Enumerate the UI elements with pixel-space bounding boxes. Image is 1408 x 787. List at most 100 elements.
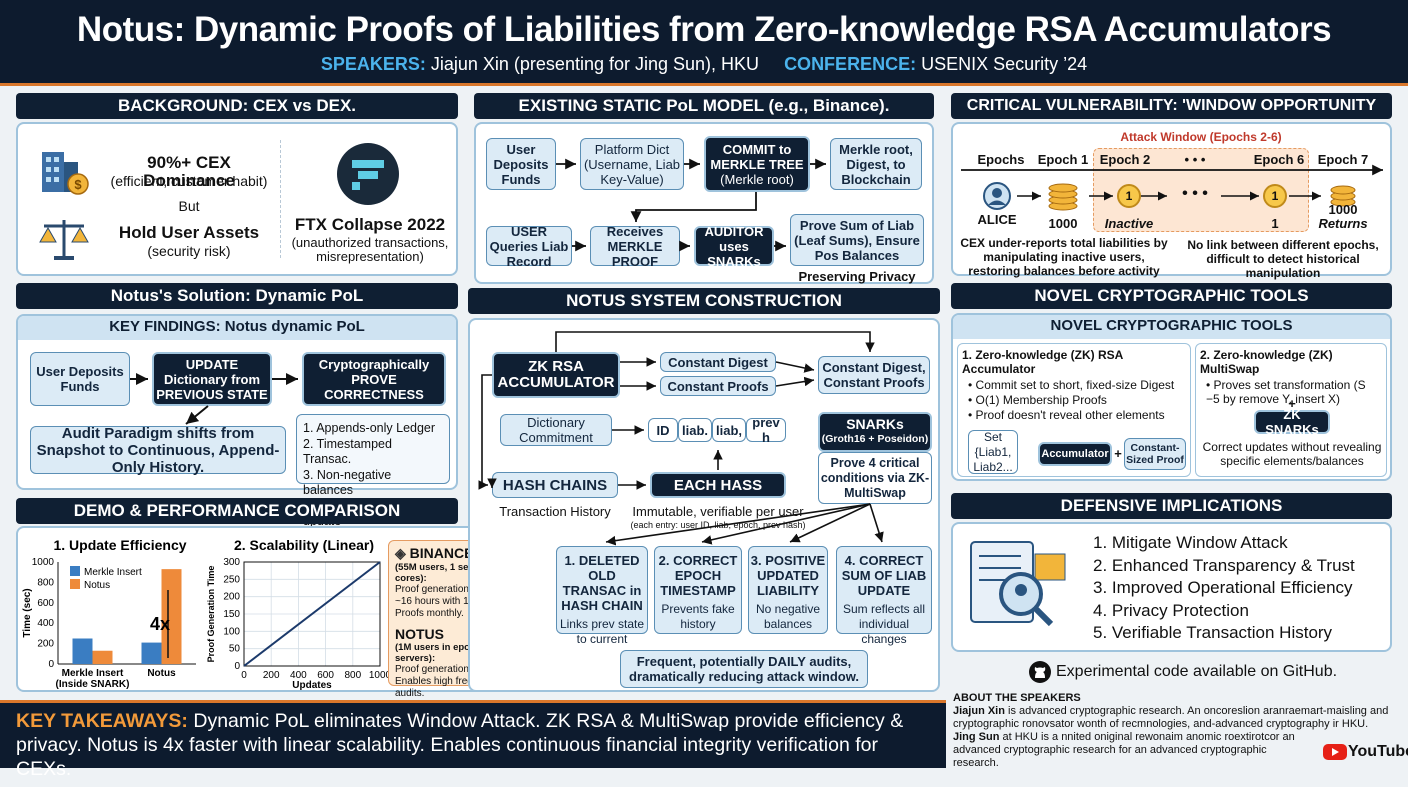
- demo-title: DEMO & PERFORMANCE COMPARISON: [16, 498, 458, 524]
- bar: [72, 638, 93, 664]
- notus-label: NOTUS: [395, 626, 444, 642]
- youtube-icon: [1323, 744, 1347, 760]
- but-label: But: [178, 198, 200, 214]
- speaker-1: Jiajun Xin is advanced cryptographic res…: [953, 705, 1397, 731]
- condition-1-title: 1. DELETED OLD TRANSAC in HASH CHAIN: [561, 553, 643, 613]
- defense-title: DEFENSIVE IMPLICATIONS: [951, 493, 1392, 519]
- condition-2-title: 2. CORRECT EPOCH TIMESTAMP: [658, 553, 738, 598]
- github-icon: [1029, 661, 1051, 683]
- y-tick-label: 150: [223, 609, 240, 620]
- x-tick-label: 200: [263, 670, 280, 681]
- solution-flow-arrows: [130, 373, 298, 425]
- list-item: 1. Appends-only Ledger: [303, 421, 436, 435]
- x-tick-label: 1000: [369, 670, 390, 681]
- x-tick-label: 800: [344, 670, 361, 681]
- static-prove: Prove Sum of Liab (Leaf Sums), Ensure Po…: [790, 214, 924, 266]
- value-epoch-7: 1000: [1328, 202, 1358, 217]
- plot-frame: [243, 561, 381, 667]
- chart-title: 1. Update Efficiency: [53, 537, 186, 553]
- speaker-1-bio: is advanced cryptographic research. An o…: [953, 705, 1389, 730]
- solution-deposits: User Deposits Funds: [30, 352, 130, 406]
- immutable-label: Immutable, verifiable per user: [632, 504, 804, 519]
- notus-config: (1M users in epoch, 32 servers):: [395, 642, 497, 664]
- key-takeaways: KEY TAKEAWAYS: Dynamic PoL eliminates Wi…: [0, 700, 946, 780]
- github-link[interactable]: Experimental code available on GitHub.: [1056, 663, 1338, 680]
- paradigm-shift: Audit Paradigm shifts from Snapshot to C…: [30, 425, 286, 476]
- x-tick-label: 600: [317, 670, 334, 681]
- each-hass: EACH HASS: [650, 472, 786, 498]
- tool-b-title: 2. Zero-knowledge (ZK) MultiSwap: [1200, 348, 1333, 376]
- static-flow-arrows: [556, 158, 826, 252]
- snarks-sub: (Groth16 + Poseidon): [821, 433, 929, 445]
- field-liab-1: liab.: [678, 418, 712, 442]
- coin-icon: 1: [1117, 184, 1141, 208]
- key-findings: KEY FINDINGS: Notus dynamic PoL: [18, 316, 456, 340]
- scales-icon: [39, 220, 89, 260]
- set-box: Set {Liab1, Liab2...: [968, 430, 1018, 474]
- coin-stack-icon: [1330, 185, 1356, 207]
- list-item: • O(1) Membership Proofs: [968, 393, 1107, 407]
- dictionary-commitment: Dictionary Commitment: [500, 414, 612, 446]
- alice-avatar-icon: [983, 182, 1011, 210]
- coin-icon: 1: [1263, 184, 1287, 208]
- ftx-logo-icon: [337, 143, 399, 205]
- epoch-dots: • • •: [1184, 152, 1206, 167]
- x-tick-label: 400: [290, 670, 307, 681]
- youtube-badge[interactable]: YouTube: [1322, 742, 1408, 762]
- y-tick-label: 400: [37, 618, 54, 629]
- list-item: 3. Improved Operational Efficiency: [1093, 578, 1353, 597]
- background-panel: $ 90%+ CEX Dominance (efficient, custome…: [16, 122, 458, 276]
- prove-4-conditions: Prove 4 critical conditions via ZK-Multi…: [818, 452, 932, 504]
- constant-both: Constant Digest, Constant Proofs: [818, 356, 930, 394]
- entry-note: (each entry: user ID, liab, epoch, prev …: [630, 520, 806, 530]
- takeaways-body: Dynamic PoL eliminates Window Attack. ZK…: [16, 710, 904, 780]
- takeaways-text: KEY TAKEAWAYS: Dynamic PoL eliminates Wi…: [0, 703, 946, 787]
- static-deposits: User Deposits Funds: [486, 138, 556, 190]
- tool-accumulator: 1. Zero-knowledge (ZK) RSA Accumulator •…: [957, 343, 1191, 477]
- accumulator-box: Accumulator: [1038, 442, 1112, 466]
- tool-b-note: Correct updates without revealing specif…: [1202, 440, 1382, 468]
- static-queries: USER Queries Liab Record: [486, 224, 572, 269]
- solution-prove: Cryptographically PROVE CORRECTNESS: [302, 352, 446, 406]
- building-icon: $: [42, 152, 89, 195]
- scalability-chart: 2. Scalability (Linear)Proof Generation …: [206, 537, 390, 690]
- solution-update: UPDATE Dictionary from PREVIOUS STATE: [152, 352, 272, 406]
- alice-label: ALICE: [977, 212, 1017, 227]
- bar: [161, 569, 182, 664]
- about-speakers: ABOUT THE SPEAKERS Jiajun Xin is advance…: [953, 692, 1397, 770]
- solution-title: Notus's Solution: Dynamic PoL: [16, 283, 458, 309]
- binance-text: Proof generation ~628 days, ~16 hours wi…: [395, 584, 521, 619]
- factor-label: 4x: [150, 614, 170, 634]
- tool-a-title: 1. Zero-knowledge (ZK) RSA Accumulator: [962, 348, 1123, 376]
- tool-a-items: • Commit set to short, fixed-size Digest…: [958, 376, 1190, 425]
- static-privacy: Preserving Privacy: [798, 269, 916, 284]
- notus-text: Proof generation ~47 min. Enables high f…: [395, 664, 511, 699]
- value-epoch-6: 1: [1271, 216, 1279, 231]
- y-tick-label: 600: [37, 598, 54, 609]
- system-panel: ZK RSA ACCUMULATOR Constant Digest Const…: [468, 318, 940, 692]
- binance-config: (55M users, 1 server, 32 cores):: [395, 562, 502, 584]
- snarks-box: SNARKs(Groth16 + Poseidon): [818, 412, 932, 452]
- x-axis-label: Updates: [292, 680, 332, 690]
- attack-note-2: No link between different epochs, diffic…: [1187, 238, 1379, 280]
- list-item: 1. Mitigate Window Attack: [1093, 533, 1288, 552]
- tool-multiswap: 2. Zero-knowledge (ZK) MultiSwap • Prove…: [1195, 343, 1387, 477]
- x-tick-label: 0: [241, 670, 247, 681]
- static-auditor: AUDITOR uses SNARKs: [694, 224, 774, 269]
- background-title: BACKGROUND: CEX vs DEX.: [16, 93, 458, 119]
- static-root: Merkle root, Digest, to Blockchain: [830, 138, 922, 190]
- cex-dominance-sub: (efficient, customer habit): [110, 173, 268, 189]
- epoch-6: Epoch 6: [1253, 152, 1305, 167]
- speaker-1-name: Jiajun Xin: [953, 705, 1005, 717]
- list-item: 3. Non-negative balances: [303, 467, 392, 498]
- bar: [141, 642, 162, 664]
- binance-label: ◈ BINANCE: [395, 545, 529, 562]
- inactive-label: Inactive: [1104, 216, 1154, 231]
- audit-document-icon: [970, 541, 1066, 627]
- tools-panel: NOVEL CRYPTOGRAPHIC TOOLS 1. Zero-knowle…: [951, 313, 1392, 481]
